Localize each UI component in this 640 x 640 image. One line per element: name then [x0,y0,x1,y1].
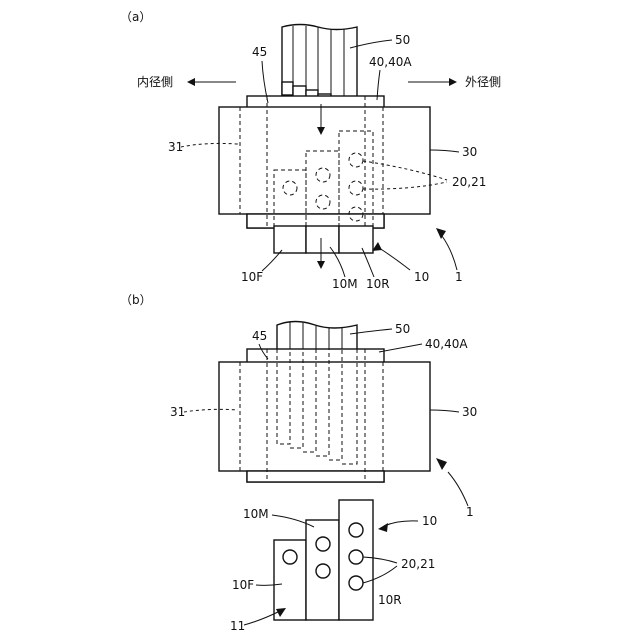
label-40-a: 40,40A [369,55,412,69]
terminals-a-protrude [274,226,373,253]
label-10M-b: 10M [243,507,269,521]
cable-50-b [277,322,357,350]
label-10-b: 10 [422,514,437,528]
label-20-b: 20,21 [401,557,435,571]
label-31-a: 31 [168,140,183,154]
label-31-b: 31 [170,405,185,419]
label-inner: 内径側 [137,75,173,89]
label-11: 11 [230,619,245,633]
label-50-a: 50 [395,33,410,47]
label-10M-a: 10M [332,277,358,291]
label-1-b: 1 [466,505,474,519]
label-10F-b: 10F [232,578,254,592]
terminal-10F-b [274,540,306,620]
terminal-10M-b [306,520,339,620]
label-outer: 外径側 [465,75,501,89]
housing-30 [219,107,430,214]
label-20-a: 20,21 [452,175,486,189]
label-10R-a: 10R [366,277,390,291]
terminal-10R-b [339,500,373,620]
label-10R-b: 10R [378,593,402,607]
label-30-b: 30 [462,405,477,419]
label-1-a: 1 [455,270,463,284]
panel-b: （b） 45 50 [120,293,477,633]
label-10F-a: 10F [241,270,263,284]
panel-a-label: （a） [120,10,151,24]
panel-b-label: （b） [120,293,152,307]
label-10-a: 10 [414,270,429,284]
panel-a: （a） [120,10,501,291]
label-30-a: 30 [462,145,477,159]
housing-30-b [219,362,430,471]
label-40-b: 40,40A [425,337,468,351]
label-45-b: 45 [252,329,267,343]
label-45-a: 45 [252,45,267,59]
label-50-b: 50 [395,322,410,336]
